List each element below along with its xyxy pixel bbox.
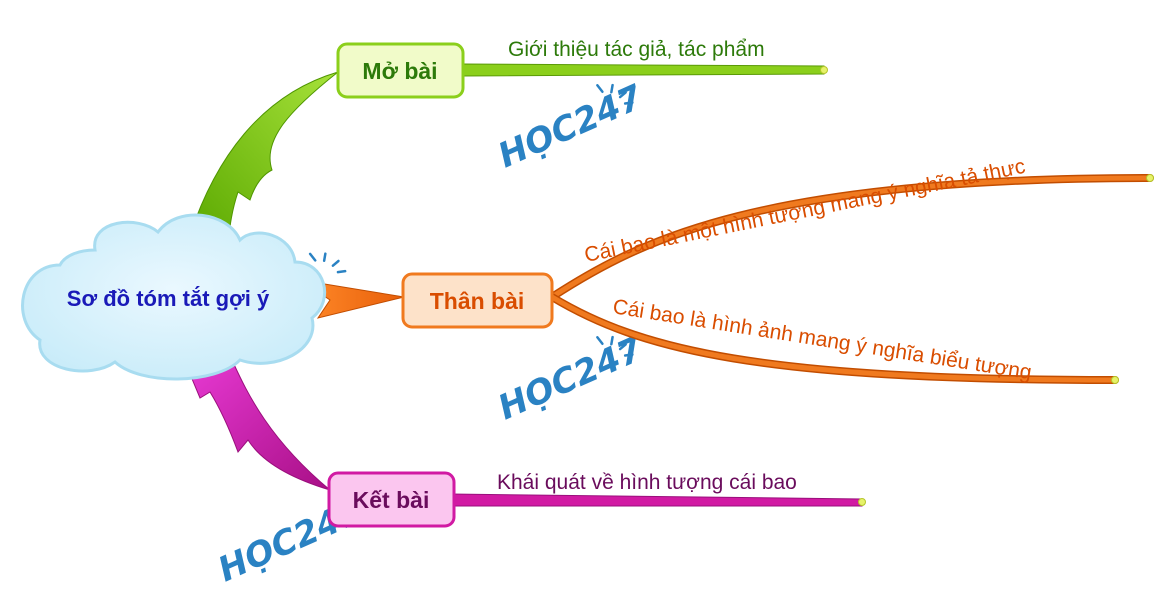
ket-bai-box [327,471,456,528]
center-label: Sơ đồ tóm tắt gợi ý [67,286,270,311]
than-bai-item-label-1: Cái bao là một hình tượng mang ý nghĩa t… [582,155,1027,267]
ket-bai-node[interactable]: Kết bài [327,471,456,528]
ket-bai-line [449,493,863,507]
mo-bai-connector [189,71,339,243]
mo-bai-line-end-dot [820,66,828,74]
mo-bai-line [461,63,825,77]
than-bai-sub-line-2-end-dot [1111,376,1119,384]
than-bai-label: Thân bài [430,288,525,314]
ket-bai-item-label: Khái quát về hình tượng cái bao [497,471,797,494]
watermark-logo: HỌC247 [492,77,649,176]
watermark-logo [308,252,347,274]
mo-bai-item-label: Giới thiệu tác giả, tác phẩm [508,38,765,61]
mo-bai-label: Mở bài [362,58,437,84]
ket-bai-connector [184,359,331,491]
center-cloud-shape [21,213,327,381]
mo-bai-box [336,42,465,99]
watermark-rays-icon [308,252,347,274]
than-bai-box [401,272,554,329]
watermark-logo: HỌC247 [492,329,649,428]
watermark-rays-icon [596,83,634,105]
than-bai-node[interactable]: Thân bài [401,272,554,329]
ket-bai-label: Kết bài [353,487,430,513]
than-bai-sub-line-1-end-dot [1146,174,1154,182]
watermark-rays-icon [596,335,634,357]
than-bai-sub-line-2-fill [549,294,1118,383]
ket-bai-line-end-dot [858,498,866,506]
center-node[interactable]: Sơ đồ tóm tắt gợi ý [21,213,327,381]
mo-bai-node[interactable]: Mở bài [336,42,465,99]
than-bai-sub-line-1-fill [549,175,1153,300]
